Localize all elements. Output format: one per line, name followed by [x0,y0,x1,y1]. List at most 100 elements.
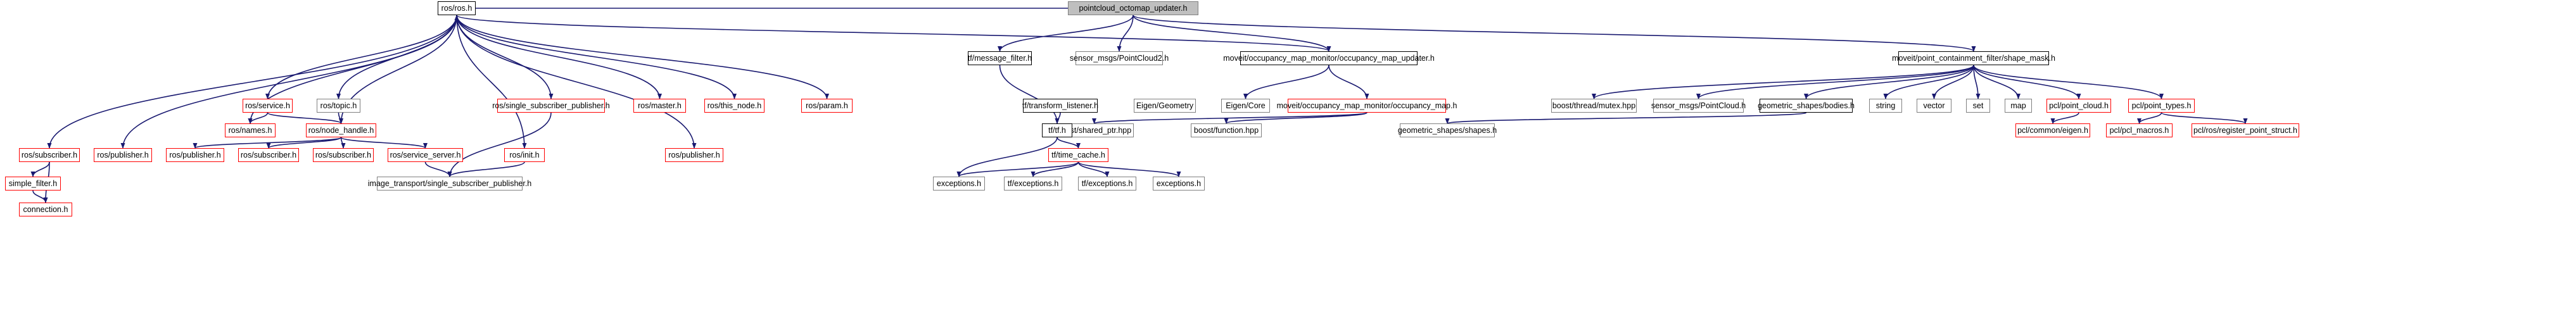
graph-edge [447,161,525,177]
graph-node-n7[interactable]: ros/topic.h [317,99,360,113]
graph-node-n47[interactable]: tf/exceptions.h [1004,177,1062,191]
graph-node-label: ros/publisher.h [97,150,149,160]
graph-edge [1445,112,1807,124]
graph-edge [1243,65,1329,99]
graph-node-n42[interactable]: tf/time_cache.h [1048,148,1108,162]
graph-node-n6[interactable]: ros/service.h [243,99,293,113]
graph-node-n3[interactable]: moveit/occupancy_map_monitor/occupancy_m… [1223,51,1435,65]
graph-edge [1932,65,1974,99]
graph-edge [1328,65,1369,99]
graph-node-n2[interactable]: sensor_msgs/PointCloud2.h [1070,51,1169,65]
graph-edge [267,112,343,124]
graph-node-n46[interactable]: exceptions.h [933,177,985,191]
graph-node-label: ros/service_server.h [390,150,461,160]
graph-edge [338,112,343,124]
graph-node-n36[interactable]: boost/function.hpp [1191,123,1262,137]
graph-node-label: ros/publisher.h [668,150,720,160]
graph-node-n16[interactable]: Eigen/Core [1221,99,1270,113]
graph-node-n28[interactable]: ros/publisher.h [94,148,152,162]
graph-edge [2137,112,2162,124]
graph-node-n26[interactable]: pcl/point_types.h [2128,99,2195,113]
graph-node-n23[interactable]: set [1966,99,1990,113]
graph-node-n0[interactable]: pointcloud_octomap_updater.h [1068,1,1198,15]
graph-node-n8[interactable]: ros/single_subscriber_publisher.h [492,99,610,113]
graph-node-n12[interactable]: ros/names.h [225,123,276,137]
graph-node-n40[interactable]: pcl/ros/register_point_struct.h [2192,123,2299,137]
graph-edge [1031,161,1079,177]
graph-node-n39[interactable]: pcl/pcl_macros.h [2106,123,2173,137]
graph-node-n21[interactable]: string [1869,99,1902,113]
graph-edge [1804,65,1974,99]
graph-node-n5[interactable]: ros/ros.h [438,1,476,15]
graph-node-label: Eigen/Core [1226,101,1266,110]
graph-node-label: geometric_shapes/shapes.h [1397,125,1497,135]
graph-node-n33[interactable]: ros/init.h [504,148,545,162]
graph-node-label: ros/topic.h [320,101,357,110]
graph-node-n43[interactable]: simple_filter.h [5,177,61,191]
graph-node-n10[interactable]: ros/this_node.h [704,99,765,113]
graph-node-n20[interactable]: geometric_shapes/bodies.h [1758,99,1855,113]
graph-edge [1056,137,1081,149]
graph-node-label: connection.h [23,204,68,214]
graph-node-n11[interactable]: ros/param.h [801,99,853,113]
graph-node-n37[interactable]: geometric_shapes/shapes.h [1397,123,1497,137]
graph-edge [998,15,1134,52]
graph-node-n44[interactable]: connection.h [19,203,72,216]
graph-node-n13[interactable]: ros/node_handle.h [306,123,376,137]
graph-edge [956,161,1079,177]
graph-node-label: map [2010,101,2026,110]
graph-node-label: set [1972,101,1984,110]
graph-node-label: vector [1923,101,1945,110]
graph-edge [1117,15,1134,52]
graph-edge [1973,65,1981,99]
graph-node-n18[interactable]: boost/thread/mutex.hpp [1551,99,1637,113]
graph-node-label: pcl/pcl_macros.h [2109,125,2169,135]
graph-node-label: ros/single_subscriber_publisher.h [492,101,610,110]
graph-node-n15[interactable]: Eigen/Geometry [1134,99,1196,113]
graph-node-label: ros/service.h [245,101,290,110]
graph-node-n45[interactable]: image_transport/single_subscriber_publis… [368,177,531,191]
graph-node-n32[interactable]: ros/service_server.h [388,148,463,162]
graph-edge [2160,112,2248,124]
graph-edge [193,137,342,149]
graph-node-n9[interactable]: ros/master.h [633,99,686,113]
graph-node-n38[interactable]: pcl/common/eigen.h [2015,123,2090,137]
graph-node-n25[interactable]: pcl/point_cloud.h [2046,99,2111,113]
graph-node-n22[interactable]: vector [1917,99,1951,113]
graph-node-n27[interactable]: ros/subscriber.h [19,148,80,162]
graph-node-label: ros/publisher.h [169,150,221,160]
graph-edge [999,65,1060,124]
graph-node-n30[interactable]: ros/subscriber.h [238,148,299,162]
graph-edge [1055,112,1061,124]
graph-node-n34[interactable]: ros/publisher.h [665,148,723,162]
graph-node-n19[interactable]: sensor_msgs/PointCloud.h [1651,99,1746,113]
graph-node-label: pcl/ros/register_point_struct.h [2193,125,2297,135]
graph-node-label: boost/function.hpp [1193,125,1259,135]
graph-node-n29[interactable]: ros/publisher.h [166,148,224,162]
graph-edge [1133,15,1976,52]
graph-node-n14[interactable]: tf/transform_listener.h [1022,99,1098,113]
graph-node-n48[interactable]: tf/exceptions.h [1078,177,1136,191]
graph-node-label: ros/init.h [509,150,540,160]
graph-node-n24[interactable]: map [2005,99,2032,113]
graph-edge [447,112,552,177]
graph-node-label: pcl/point_types.h [2131,101,2192,110]
graph-node-label: ros/master.h [638,101,682,110]
graph-node-n17[interactable]: moveit/occupancy_map_monitor/occupancy_m… [1277,99,1457,113]
graph-edge [1092,112,1367,124]
graph-edge [1696,65,1974,99]
graph-node-n35[interactable]: boost/shared_ptr.hpp [1055,123,1134,137]
graph-node-n41[interactable]: tf/tf.h [1042,123,1072,137]
graph-node-n1[interactable]: tf/message_filter.h [968,51,1032,65]
graph-edge [454,15,1329,52]
graph-edge [248,112,269,124]
graph-node-n4[interactable]: moveit/point_containment_filter/shape_ma… [1892,51,2055,65]
graph-node-n49[interactable]: exceptions.h [1153,177,1205,191]
graph-node-n31[interactable]: ros/subscriber.h [313,148,374,162]
graph-node-label: tf/exceptions.h [1007,178,1059,188]
graph-edge [1973,65,2081,99]
graph-edge [265,15,457,99]
graph-node-label: exceptions.h [936,178,982,188]
